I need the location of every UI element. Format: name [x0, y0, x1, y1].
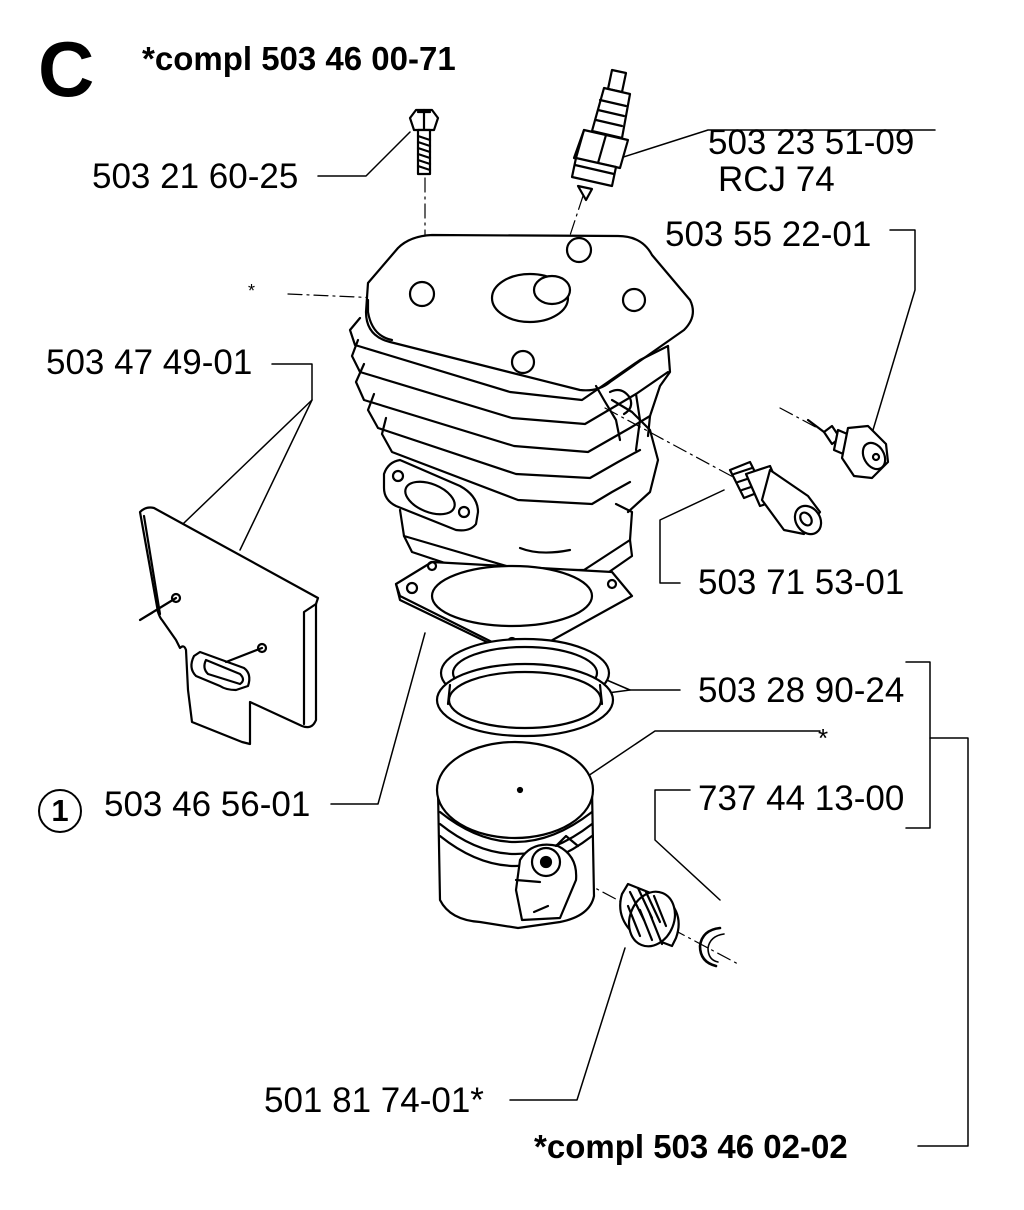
piston-asterisk: * — [818, 723, 829, 753]
section-letter: C — [38, 25, 95, 113]
piston-rings-drawing — [435, 637, 615, 738]
needle-bearing-part-number: 501 81 74-01* — [264, 1081, 484, 1120]
screw-drawing — [408, 108, 440, 176]
circlip-drawing — [698, 926, 725, 968]
valve-part-number: 503 55 22-01 — [665, 215, 872, 254]
gasket-plate-part-number: 503 47 49-01 — [46, 343, 253, 382]
piston-drawing — [435, 740, 596, 930]
pipe-fitting-drawing — [728, 460, 823, 536]
cylinder-asterisk: * — [248, 281, 256, 301]
valve-drawing — [806, 418, 890, 480]
needle-bearing-drawing — [619, 882, 680, 948]
circlip-part-number: 737 44 13-00 — [698, 779, 905, 818]
piston-rings-part-number: 503 28 90-24 — [698, 671, 905, 710]
spark-plug-drawing — [570, 68, 632, 202]
gasket-plate-drawing — [138, 506, 320, 746]
cylinder-drawing — [348, 233, 695, 590]
callout-number-circle: 1 — [38, 789, 82, 833]
spark-plug-type: RCJ 74 — [718, 160, 835, 199]
kit-top-label: *compl 503 46 00-71 — [142, 40, 456, 77]
leader-lines — [159, 129, 969, 1147]
pipe-fitting-part-number: 503 71 53-01 — [698, 563, 905, 602]
kit-bottom-label: *compl 503 46 02-02 — [534, 1128, 848, 1165]
spark-plug-part-number: 503 23 51-09 — [708, 123, 915, 162]
screw-part-number: 503 21 60-25 — [92, 157, 299, 196]
base-gasket-part-number: 503 46 56-01 — [104, 785, 311, 824]
